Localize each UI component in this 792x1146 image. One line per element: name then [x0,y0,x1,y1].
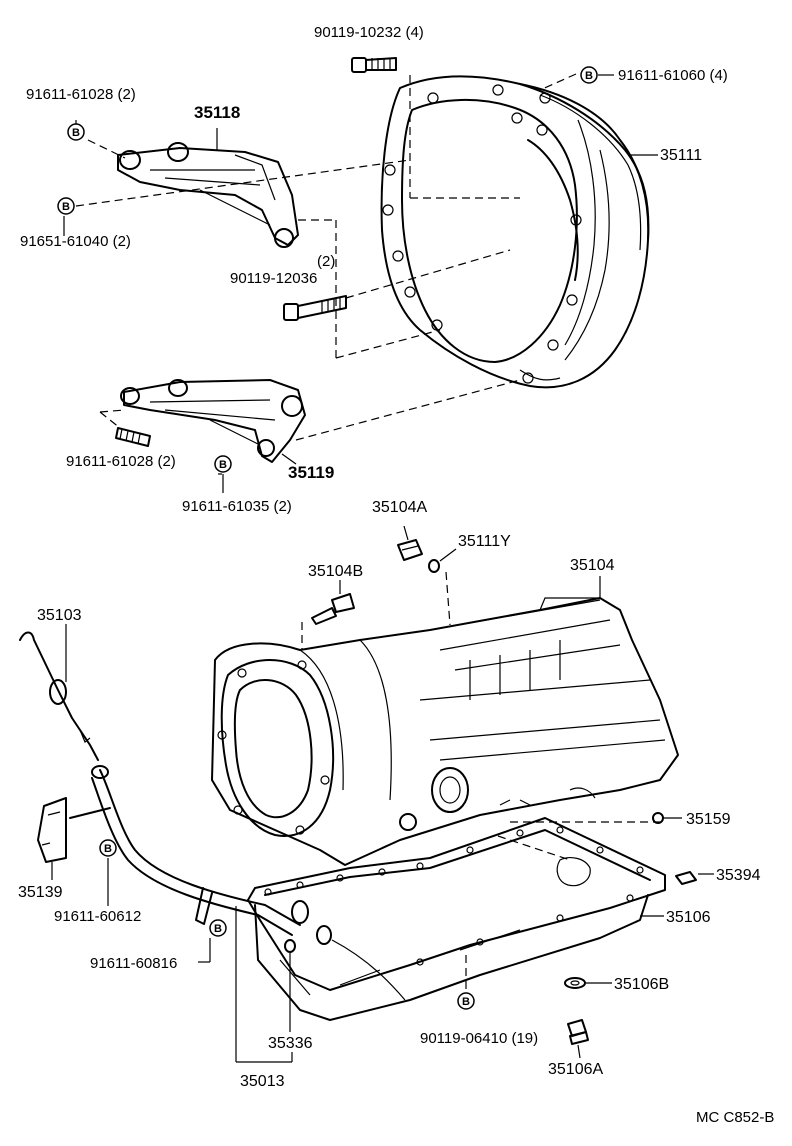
fitting-35104A [397,539,423,561]
label-35159: 35159 [686,811,731,828]
label-qty-2: (2) [317,253,335,270]
svg-text:B: B [219,459,227,471]
plug-35159 [652,812,664,824]
badge-91611-61028-top: B [67,123,85,141]
label-91611-60612: 91611-60612 [54,908,141,925]
label-35119: 35119 [288,463,334,482]
svg-text:B: B [62,201,70,213]
o-ring-35336 [284,939,296,953]
badge-91611-60612: B [99,839,117,857]
label-91611-61060: 91611-61060 (4) [618,67,728,84]
label-35106: 35106 [666,909,711,926]
oil-pan-35106 [247,817,666,1021]
label-35104: 35104 [570,557,615,574]
svg-text:B: B [214,923,222,935]
badge-91611-60816: B [209,919,227,937]
catalog-code: MC C852-B [696,1109,774,1126]
label-35394: 35394 [716,867,761,884]
svg-text:B: B [585,70,593,82]
transmission-case-35104 [211,597,679,866]
label-90119-10232: 90119-10232 (4) [314,24,424,41]
label-35106A: 35106A [548,1061,603,1078]
badge-91611-61060: B [580,66,598,84]
leader-lines [51,73,714,1063]
label-35118: 35118 [194,103,240,122]
badge-90119-06410: B [457,992,475,1010]
bell-housing-35111 [380,75,650,389]
bracket-35118 [117,142,299,248]
label-91611-60816: 91611-60816 [90,955,177,972]
o-ring-35111Y [428,559,440,573]
label-90119-06410: 90119-06410 (19) [420,1030,538,1047]
svg-text:B: B [462,996,470,1008]
label-35139: 35139 [18,884,63,901]
label-35104A: 35104A [372,499,427,516]
label-35103: 35103 [37,607,82,624]
label-91651-61040: 91651-61040 (2) [20,233,131,250]
svg-text:B: B [72,127,80,139]
dipstick-tube-35013 [69,765,406,1001]
bracket-35139 [37,797,67,863]
label-35104B: 35104B [308,563,363,580]
dipstick-35103 [19,631,99,761]
label-91611-61035: 91611-61035 (2) [182,498,292,515]
svg-text:B: B [104,843,112,855]
bracket-35119 [120,379,306,463]
magnet-35394 [675,871,697,885]
drain-plug-35106A [567,1019,589,1045]
badge-91651-61040: B [57,197,75,215]
fitting-35104B [311,593,355,625]
label-35336: 35336 [268,1035,313,1052]
label-91611-61028-mid: 91611-61028 (2) [66,453,176,470]
badge-91611-61035: B [214,455,232,473]
bolt-90119-12036 [283,295,347,321]
label-91611-61028-top: 91611-61028 (2) [26,86,136,103]
stud-91611-61028-mid [115,427,151,447]
label-35111Y: 35111Y [458,533,511,550]
gasket-35106B [564,977,586,989]
bolt-90119-10232 [351,57,397,73]
label-90119-12036: 90119-12036 [230,270,317,287]
label-35111: 35111 [660,147,702,164]
label-35106B: 35106B [614,976,669,993]
label-35013: 35013 [240,1073,285,1090]
